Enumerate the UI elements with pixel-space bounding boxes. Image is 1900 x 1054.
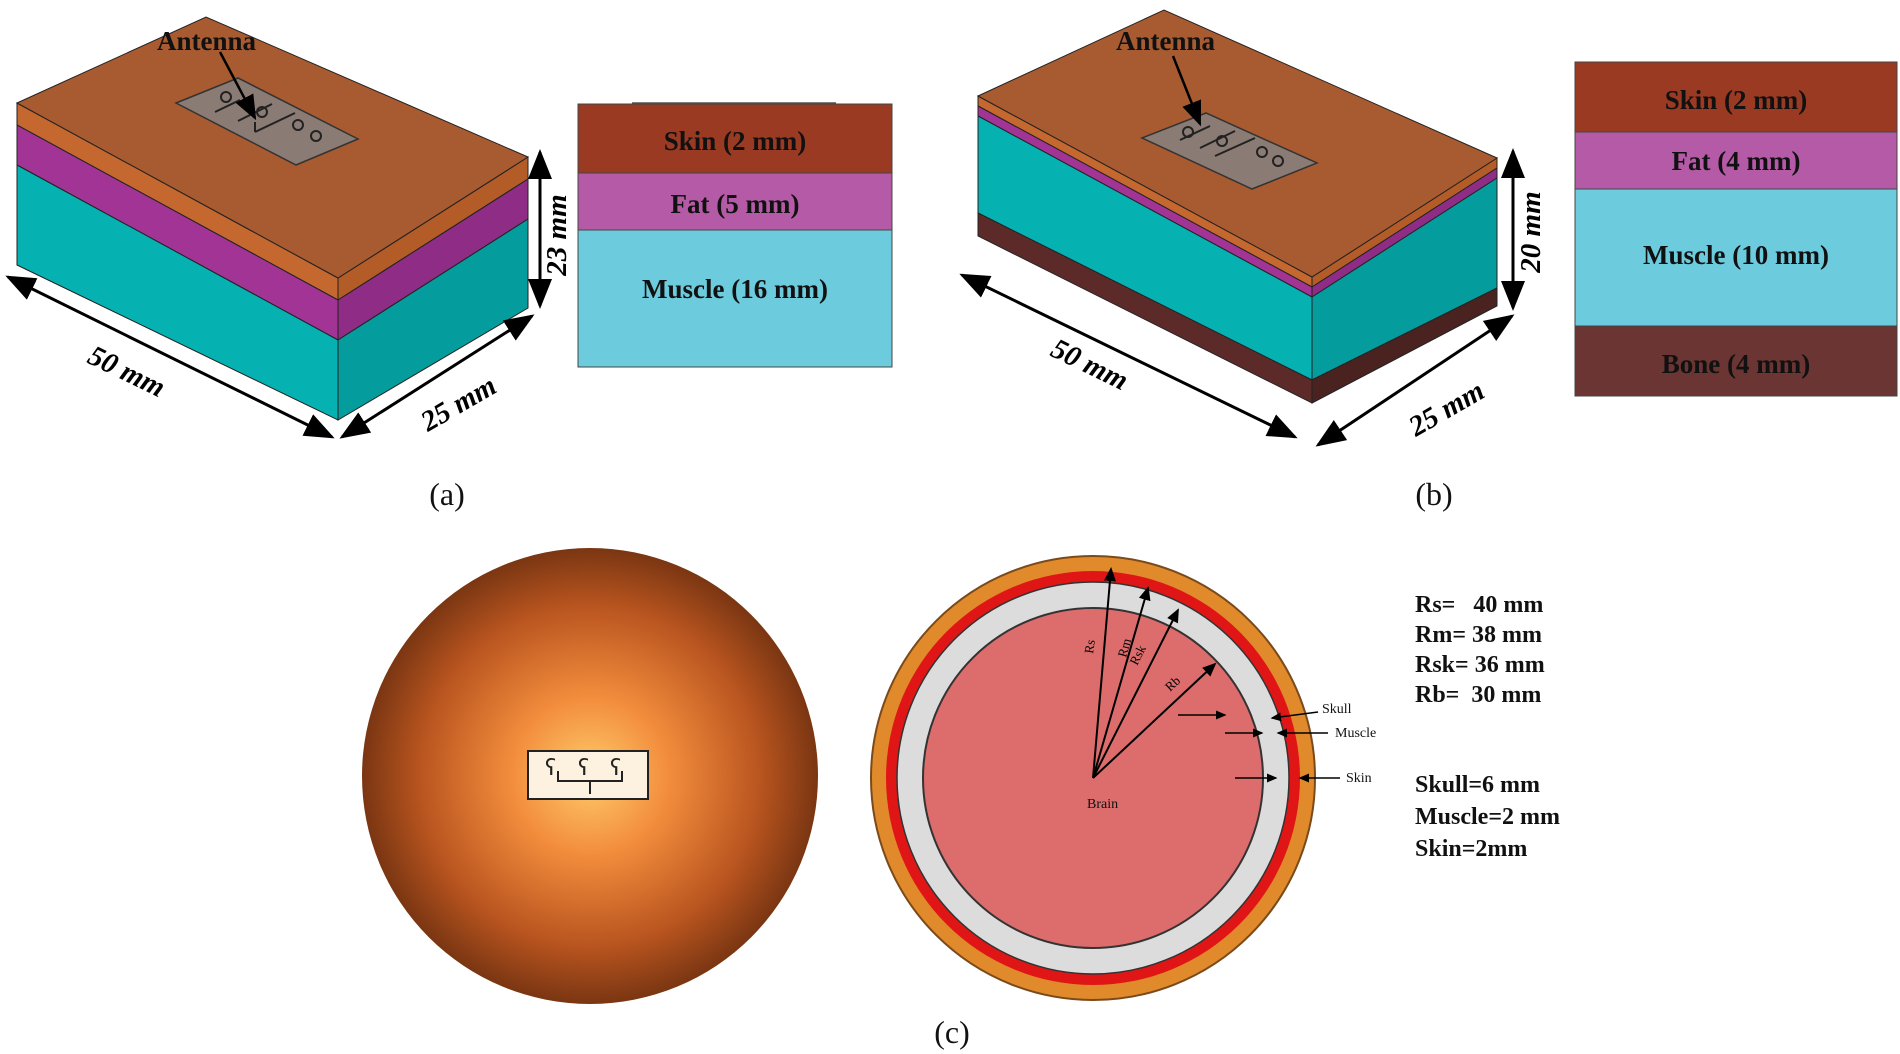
- panel-b: Antenna 50 mm 25 mm 20 mm Skin (2 mm) Fa…: [959, 9, 1898, 512]
- legend-b-muscle-label: Muscle (10 mm): [1643, 240, 1829, 270]
- radius-label-rs: Rs: [1081, 639, 1098, 655]
- brain-label: Brain: [1087, 797, 1118, 812]
- legend-a-muscle-label: Muscle (16 mm): [642, 274, 828, 304]
- width-dimension-a: [339, 314, 535, 439]
- height-label-b: 20 mm: [1515, 191, 1547, 273]
- legend-b-fat: [1574, 131, 1898, 190]
- antenna-label-b: Antenna: [1116, 26, 1216, 56]
- skin-thickness-text: Skin=2mm: [1415, 836, 1527, 862]
- legend-b-skin-label: Skin (2 mm): [1665, 85, 1808, 115]
- layer-legend-a: Skin (2 mm) Fat (5 mm) Muscle (16 mm): [577, 103, 893, 368]
- width-dimension-b: [1315, 314, 1515, 447]
- radius-label-rm: Rm: [1114, 637, 1134, 659]
- legend-b-muscle: [1574, 188, 1898, 327]
- legend-a-skin-label: Skin (2 mm): [664, 126, 807, 156]
- radius-rs-text: Rs= 40 mm: [1415, 592, 1543, 618]
- muscle-label: Muscle: [1335, 726, 1376, 741]
- skull-label-pointer: [1270, 711, 1319, 722]
- length-label-b: 50 mm: [1046, 333, 1133, 397]
- length-dimension-b: [959, 273, 1298, 439]
- legend-b-bone: [1574, 325, 1898, 397]
- antenna-b: [1140, 112, 1319, 190]
- width-label-b: 25 mm: [1403, 375, 1490, 444]
- length-dimension-a: [5, 275, 335, 439]
- legend-b-skin: [1574, 61, 1898, 133]
- caption-c: (c): [934, 1014, 970, 1050]
- skull-label: Skull: [1322, 702, 1352, 717]
- width-label-a: 25 mm: [415, 370, 502, 439]
- radius-rm-text: Rm= 38 mm: [1415, 622, 1542, 648]
- radius-rsk-text: Rsk= 36 mm: [1415, 652, 1545, 678]
- legend-a-muscle: [577, 229, 893, 368]
- caption-b: (b): [1415, 476, 1452, 512]
- panel-a: Antenna 50 mm 25 mm 23 mm Skin (2 mm) Fa…: [5, 16, 893, 512]
- caption-a: (a): [429, 476, 465, 512]
- muscle-thickness-text: Muscle=2 mm: [1415, 804, 1560, 830]
- antenna-pointer-b: [1171, 55, 1202, 127]
- legend-b-bone-label: Bone (4 mm): [1662, 349, 1810, 379]
- layer-legend-b: Skin (2 mm) Fat (4 mm) Muscle (10 mm) Bo…: [1574, 61, 1898, 397]
- thickness-list: Skull=6 mm Muscle=2 mm Skin=2mm: [1415, 772, 1560, 862]
- legend-a-fat: [577, 172, 893, 231]
- legend-a-skin: [577, 103, 893, 174]
- skin-label: Skin: [1346, 771, 1372, 786]
- legend-b-fat-label: Fat (4 mm): [1672, 146, 1801, 176]
- panel-c: ʕ ʕ ʕ Rs Rm Rsk Rb Brain Skull M: [362, 548, 1560, 1050]
- antenna-c: ʕ ʕ ʕ: [527, 750, 649, 800]
- antenna-pointer-a: [218, 51, 257, 121]
- antenna-label-a: Antenna: [157, 26, 257, 56]
- svg-text:ʕ: ʕ: [610, 756, 621, 781]
- radii-list: Rs= 40 mm Rm= 38 mm Rsk= 36 mm Rb= 30 mm: [1415, 592, 1545, 708]
- legend-a-fat-label: Fat (5 mm): [671, 189, 800, 219]
- svg-text:ʕ: ʕ: [545, 756, 556, 781]
- radius-rb-text: Rb= 30 mm: [1415, 682, 1541, 708]
- skull-thickness-text: Skull=6 mm: [1415, 772, 1540, 798]
- antenna-a: [174, 77, 360, 166]
- height-label-a: 23 mm: [541, 194, 573, 276]
- radius-arrows: [1092, 567, 1217, 779]
- svg-text:ʕ: ʕ: [578, 756, 589, 781]
